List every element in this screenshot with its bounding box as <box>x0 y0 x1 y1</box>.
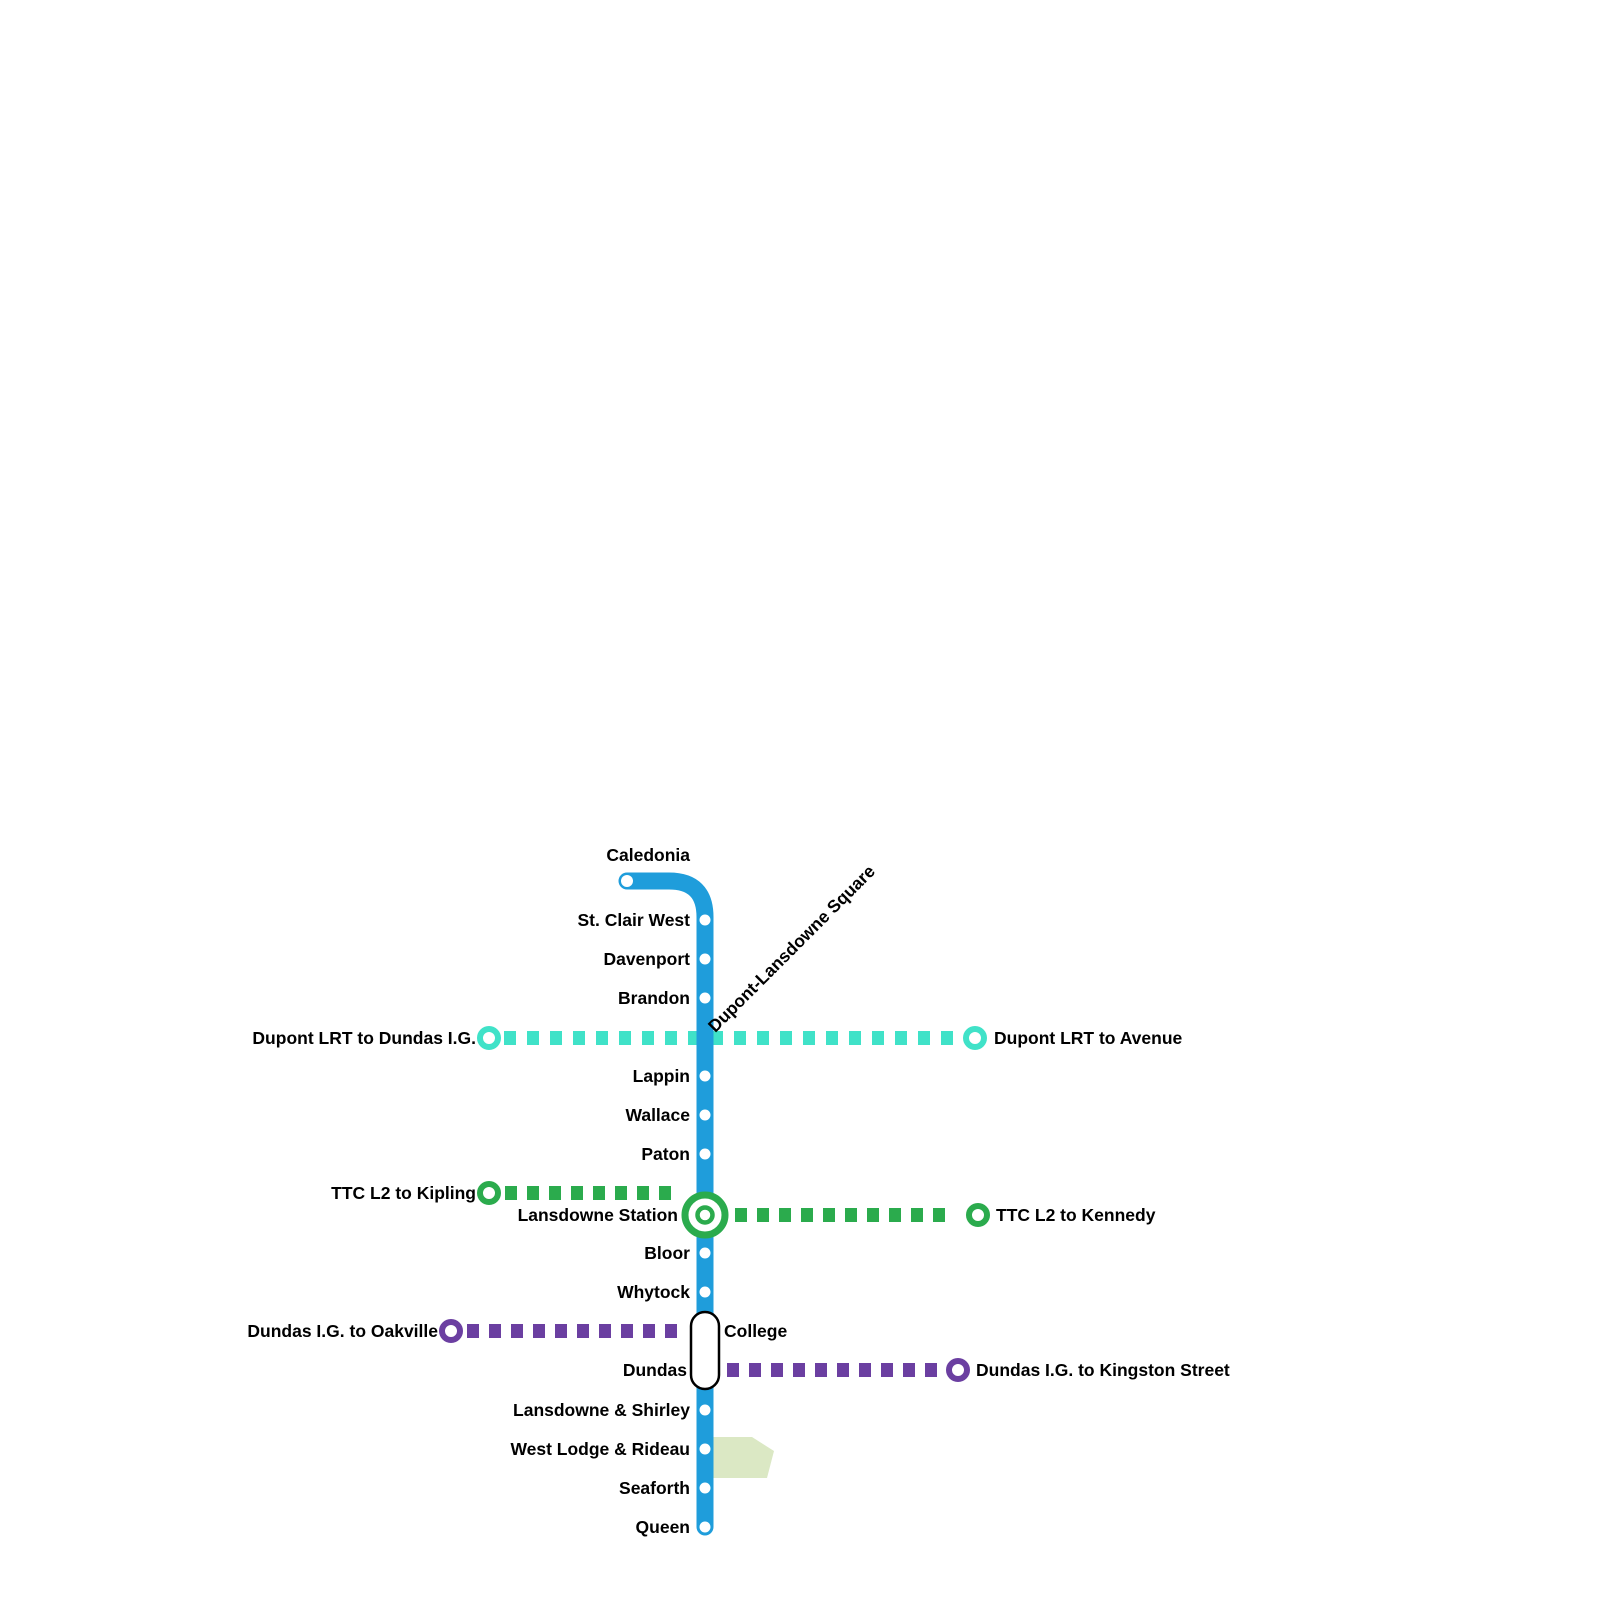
station-label-brandon: Brandon <box>618 988 690 1008</box>
station-label-whytock: Whytock <box>617 1282 690 1302</box>
station-label-lansdowne-station: Lansdowne Station <box>517 1205 678 1225</box>
park-area <box>712 1437 774 1478</box>
dundas-ig-east-label: Dundas I.G. to Kingston Street <box>976 1360 1230 1380</box>
dupont-lrt-east-terminus-icon <box>963 1026 987 1050</box>
dupont-lrt-east-label: Dupont LRT to Avenue <box>994 1028 1183 1048</box>
interchange-inner-ring-icon <box>695 1205 715 1225</box>
dupont-lrt-west-terminus-icon <box>477 1026 501 1050</box>
station-label-davenport: Davenport <box>603 949 690 969</box>
station-dot <box>699 1521 711 1533</box>
station-dot <box>699 953 711 965</box>
station-label-lansdowne-shirley: Lansdowne & Shirley <box>513 1400 690 1420</box>
ttc-l2-west-terminus-icon <box>477 1181 501 1205</box>
station-label-wallace: Wallace <box>625 1105 690 1125</box>
station-label-seaforth: Seaforth <box>619 1478 690 1498</box>
station-dot <box>699 1443 711 1455</box>
station-dot <box>699 1109 711 1121</box>
station-label-dundas: Dundas <box>622 1360 687 1380</box>
station-label-lappin: Lappin <box>632 1066 690 1086</box>
station-dot <box>699 1247 711 1259</box>
station-dot <box>699 1286 711 1298</box>
station-label-west-lodge-rideau: West Lodge & Rideau <box>510 1439 690 1459</box>
dupont-lrt-west-label: Dupont LRT to Dundas I.G. <box>252 1028 476 1048</box>
ttc-l2-east-terminus-icon <box>966 1203 990 1227</box>
station-dot <box>699 1482 711 1494</box>
station-label-bloor: Bloor <box>644 1243 690 1263</box>
ttc-l2-east-label: TTC L2 to Kennedy <box>996 1205 1156 1225</box>
station-label-caledonia: Caledonia <box>606 845 690 865</box>
station-dot <box>621 875 633 887</box>
station-dot <box>699 914 711 926</box>
station-label-st-clair-west: St. Clair West <box>577 910 691 930</box>
dundas-ig-west-label: Dundas I.G. to Oakville <box>247 1321 438 1341</box>
station-dot <box>699 1404 711 1416</box>
connected-station-capsule <box>689 1310 721 1391</box>
station-label-paton: Paton <box>641 1144 690 1164</box>
dundas-ig-west-terminus-icon <box>439 1319 463 1343</box>
station-label-college: College <box>724 1321 788 1341</box>
station-label-queen: Queen <box>635 1517 690 1537</box>
station-dot <box>699 992 711 1004</box>
dundas-ig-east-terminus-icon <box>946 1358 970 1382</box>
station-dot <box>699 1070 711 1082</box>
station-dot <box>699 1148 711 1160</box>
ttc-l2-west-label: TTC L2 to Kipling <box>331 1183 476 1203</box>
